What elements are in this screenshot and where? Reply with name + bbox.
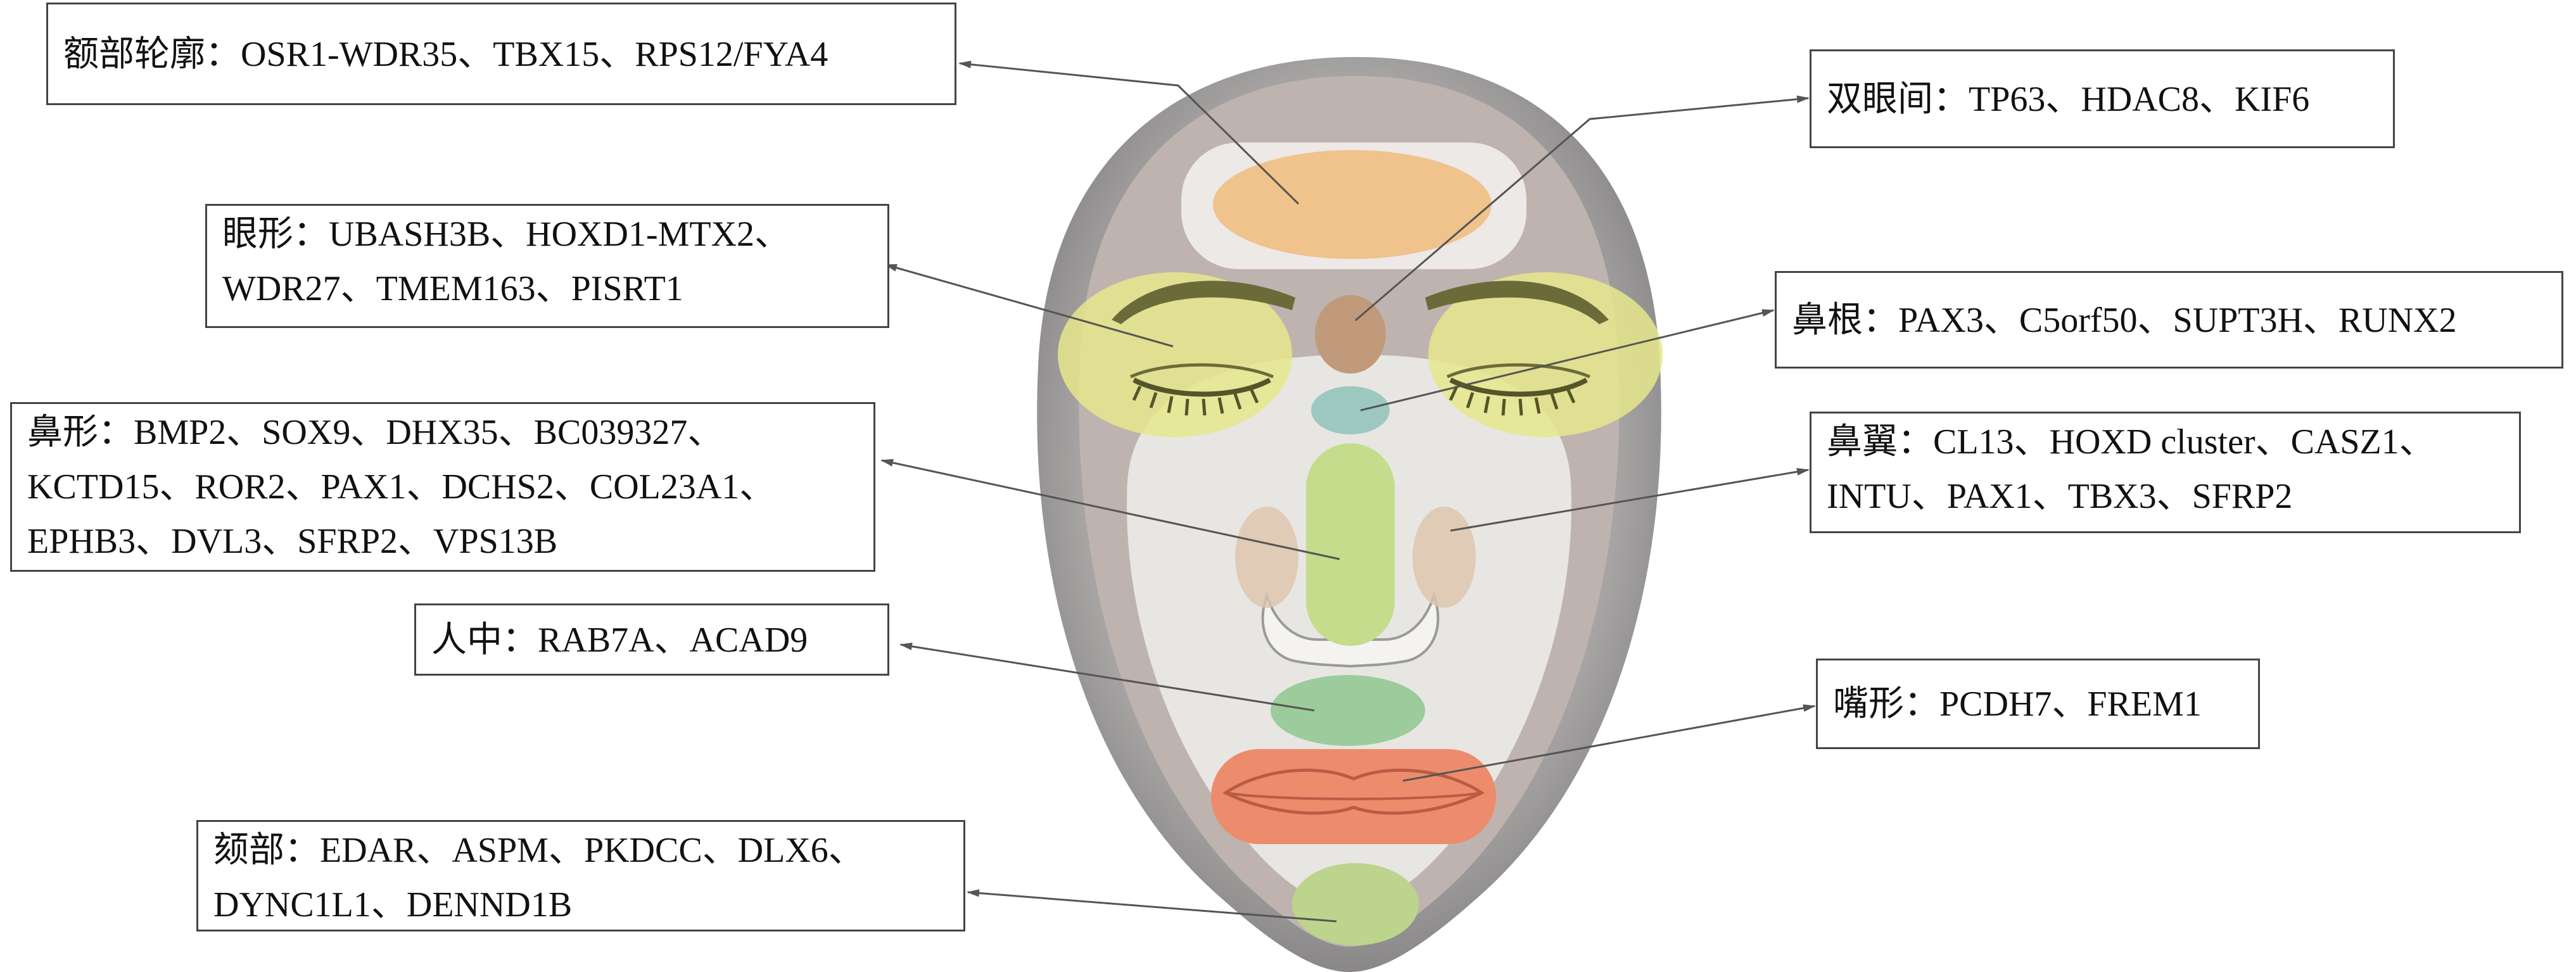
leader-nose-shape — [880, 458, 1340, 560]
label-interocular-line-1: 双眼间：TP63、HDAC8、KIF6 — [1827, 80, 2310, 119]
label-nose-wing-line-2: INTU、PAX1、TBX3、SFRP2 — [1827, 477, 2293, 516]
leader-nose-wing — [1450, 468, 1810, 532]
leader-eye-shape — [884, 263, 1174, 348]
label-chin-line-2: DYNC1L1、DENND1B — [213, 885, 573, 925]
label-forehead: 额部轮廓：OSR1-WDR35、TBX15、RPS12/FYA4 — [46, 3, 956, 105]
label-nose-shape-line-2: KCTD15、ROR2、PAX1、DCHS2、COL23A1、 — [27, 467, 775, 507]
leader-nasion — [1360, 309, 1775, 412]
label-nasion-line-1: 鼻根：PAX3、C5orf50、SUPT3H、RUNX2 — [1792, 301, 2457, 340]
label-nose-wing-line-1: 鼻翼：CL13、HOXD cluster、CASZ1、 — [1827, 422, 2435, 462]
label-eye-shape: 眼形：UBASH3B、HOXD1-MTX2、 WDR27、TMEM163、PIS… — [205, 204, 889, 328]
label-nose-shape-line-3: EPHB3、DVL3、SFRP2、VPS13B — [27, 522, 558, 561]
label-philtrum: 人中：RAB7A、ACAD9 — [414, 603, 889, 676]
label-philtrum-line-1: 人中：RAB7A、ACAD9 — [431, 621, 808, 660]
left-nose-wing — [1235, 507, 1298, 608]
right-eyebrow — [1425, 281, 1609, 324]
leader-lines — [880, 60, 1816, 923]
leader-forehead — [958, 60, 1300, 205]
chin-region — [1292, 863, 1419, 945]
nose-base-outline — [1261, 591, 1440, 668]
left-eyebrow — [1112, 281, 1295, 324]
nose-bridge-region — [1311, 386, 1390, 434]
right-nose-wing — [1412, 507, 1476, 608]
label-nose-shape-line-1: 鼻形：BMP2、SOX9、DHX35、BC039327、 — [27, 413, 723, 452]
label-chin: 颏部：EDAR、ASPM、PKDCC、DLX6、 DYNC1L1、DENND1B — [196, 820, 965, 931]
left-eyelid — [1129, 363, 1274, 416]
label-eye-shape-line-2: WDR27、TMEM163、PISRT1 — [222, 269, 683, 308]
leader-mouth — [1402, 704, 1816, 782]
label-nose-shape: 鼻形：BMP2、SOX9、DHX35、BC039327、 KCTD15、ROR2… — [10, 402, 875, 572]
leader-interocular — [1355, 95, 1810, 322]
label-mouth-shape-line-1: 嘴形：PCDH7、FREM1 — [1833, 685, 2202, 724]
leader-chin — [967, 889, 1337, 923]
philtrum-region — [1271, 675, 1425, 746]
label-interocular: 双眼间：TP63、HDAC8、KIF6 — [1810, 49, 2395, 148]
label-forehead-line-1: 额部轮廓：OSR1-WDR35、TBX15、RPS12/FYA4 — [63, 35, 828, 74]
lips-line — [1225, 792, 1482, 800]
label-nose-wing: 鼻翼：CL13、HOXD cluster、CASZ1、 INTU、PAX1、TB… — [1810, 412, 2521, 533]
right-eyelid — [1446, 363, 1590, 416]
label-chin-line-1: 颏部：EDAR、ASPM、PKDCC、DLX6、 — [213, 831, 864, 870]
right-eye-region — [1428, 272, 1663, 437]
nose-region — [1306, 443, 1395, 646]
label-nasion: 鼻根：PAX3、C5orf50、SUPT3H、RUNX2 — [1775, 271, 2563, 369]
label-eye-shape-line-1: 眼形：UBASH3B、HOXD1-MTX2、 — [222, 215, 790, 254]
forehead-region — [1213, 150, 1492, 259]
leader-philtrum — [899, 642, 1315, 712]
label-mouth-shape: 嘴形：PCDH7、FREM1 — [1816, 659, 2260, 749]
left-eye-region — [1058, 272, 1292, 437]
nasion-region — [1315, 295, 1386, 374]
